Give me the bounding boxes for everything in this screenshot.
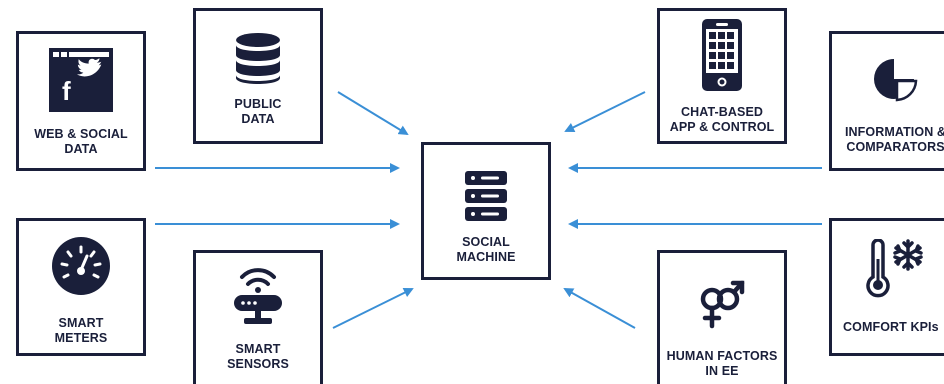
public-data-label: PUBLIC DATA (234, 97, 282, 126)
smart-meters-label: SMART METERS (54, 316, 108, 345)
server-stack-icon (424, 171, 548, 221)
comfort-kpis-label: COMFORT KPIs (843, 320, 939, 334)
thermometer-snowflake-icon (832, 239, 944, 299)
human-factors-label: HUMAN FACTORS IN EE (666, 349, 778, 378)
chat-app-node: CHAT-BASED APP & CONTROL (657, 8, 787, 144)
arrow-smart-sensors (332, 288, 414, 329)
gauge-icon (19, 237, 143, 295)
web-social-data-label: WEB & SOCIAL DATA (34, 127, 128, 156)
chat-app-label: CHAT-BASED APP & CONTROL (669, 105, 775, 134)
arrow-human-factors (563, 288, 636, 329)
human-factors-node: HUMAN FACTORS IN EE (657, 250, 787, 384)
svg-text:f: f (62, 76, 71, 106)
comfort-kpis-node: COMFORT KPIs (829, 218, 944, 356)
smart-meters-node: SMART METERS (16, 218, 146, 356)
gender-symbols-icon (660, 279, 784, 329)
arrow-chat-app (564, 91, 646, 132)
social-media-window-icon: f (19, 48, 143, 112)
smartphone-icon (660, 19, 784, 91)
database-icon (196, 33, 320, 85)
smart-sensors-label: SMART SENSORS (227, 342, 289, 371)
information-comparators-node: INFORMATION & COMPARATORS (829, 31, 944, 171)
wifi-router-icon (196, 263, 320, 327)
smart-sensors-node: SMART SENSORS (193, 250, 323, 384)
social-machine-node: SOCIAL MACHINE (421, 142, 551, 280)
arrow-public-data (337, 91, 409, 136)
pie-chart-icon (832, 56, 944, 102)
information-comparators-label: INFORMATION & COMPARATORS (844, 125, 944, 154)
web-social-data-node: f WEB & SOCIAL DATA (16, 31, 146, 171)
social-machine-label: SOCIAL MACHINE (456, 235, 516, 264)
public-data-node: PUBLIC DATA (193, 8, 323, 144)
